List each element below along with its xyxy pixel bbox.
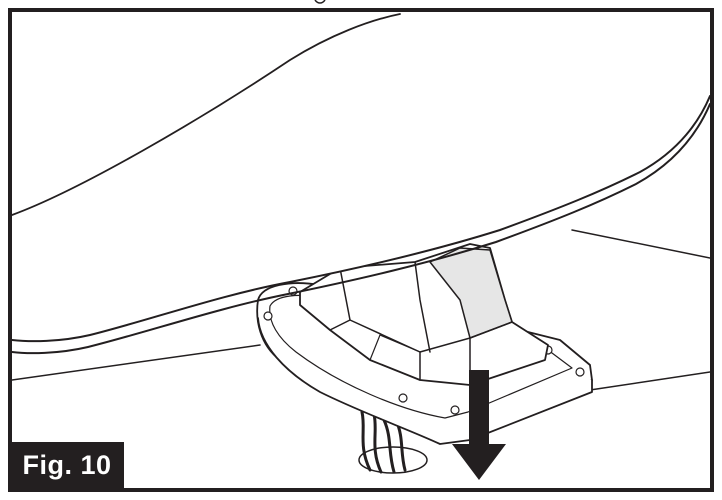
down-arrow-icon [452, 370, 506, 480]
roof-edge-line [12, 344, 261, 381]
roof-right-edge [589, 371, 710, 391]
antenna-neck-housing [299, 243, 549, 386]
roof-back-edge [571, 229, 710, 259]
cropped-caption-fragment [314, 0, 326, 4]
antenna-dish [12, 13, 710, 355]
figure-label: Fig. 10 [10, 442, 124, 488]
